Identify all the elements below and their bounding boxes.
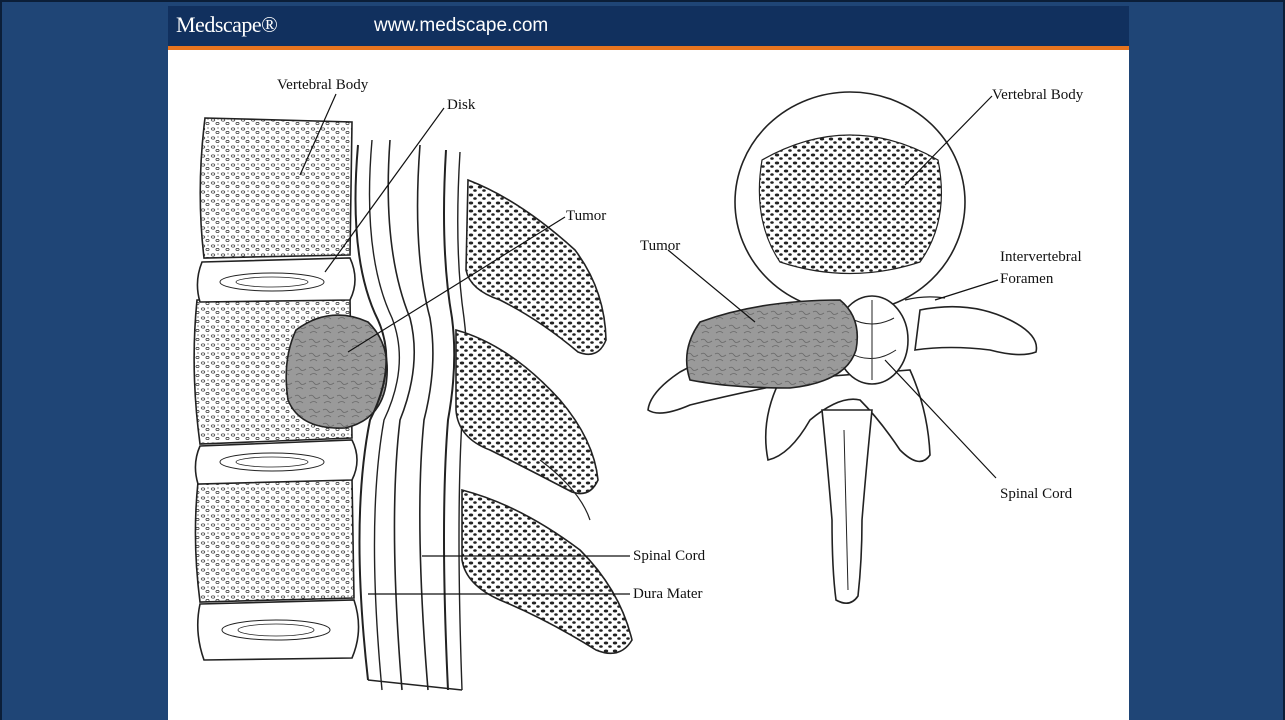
spinal-cord-back xyxy=(418,145,433,690)
spinous-process-3 xyxy=(462,490,632,653)
vertebral-body-upper xyxy=(200,118,352,258)
slide: Medscape® www.medscape.com xyxy=(168,6,1129,720)
label-dura-mater: Dura Mater xyxy=(633,586,703,602)
label-spinal-cord-right: Spinal Cord xyxy=(1000,486,1073,502)
tumor-mass-right xyxy=(687,300,858,388)
spinous-process-2 xyxy=(456,330,598,494)
spinous-process-axial xyxy=(822,410,872,603)
label-vertebral-body-left: Vertebral Body xyxy=(277,77,369,93)
label-foramen: Foramen xyxy=(1000,271,1054,287)
left-sagittal-view xyxy=(194,118,632,690)
right-axial-view xyxy=(648,92,1036,603)
spinal-cord-front xyxy=(388,140,414,690)
window-edge-top xyxy=(0,0,1285,2)
label-vertebral-body-right: Vertebral Body xyxy=(992,87,1084,103)
label-tumor-right: Tumor xyxy=(640,238,680,254)
window-edge-left xyxy=(0,0,2,720)
label-intervertebral: Intervertebral xyxy=(1000,249,1082,265)
dura-mater-back xyxy=(444,150,454,690)
label-spinal-cord-left: Spinal Cord xyxy=(633,548,706,564)
spinal-tumor-diagram: Vertebral Body Disk Tumor Spinal Cord Du… xyxy=(168,6,1129,720)
vertebral-body-lower xyxy=(195,478,354,602)
spinous-process-1 xyxy=(466,180,606,354)
transverse-process-right xyxy=(915,307,1036,355)
label-disk: Disk xyxy=(447,97,476,113)
label-tumor-left: Tumor xyxy=(566,208,606,224)
tumor-mass-left xyxy=(286,315,387,428)
